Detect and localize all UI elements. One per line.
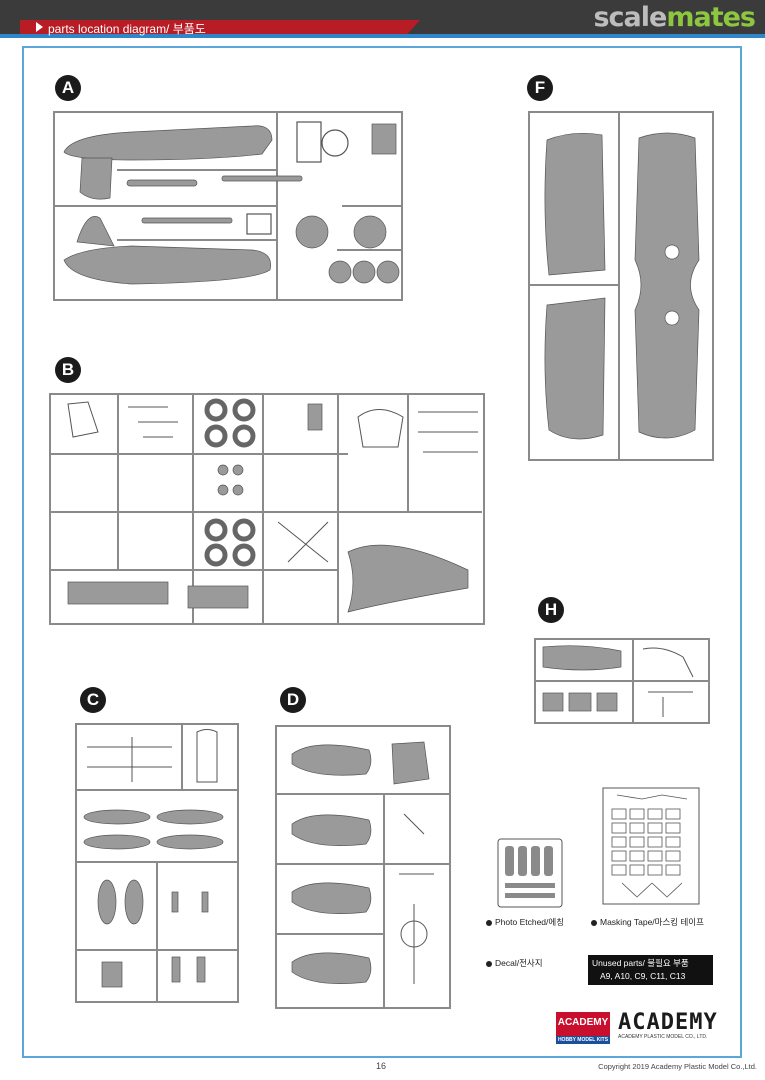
brand-part-2: mates bbox=[666, 2, 756, 33]
arrow-icon bbox=[36, 22, 43, 32]
sprue-label-b: B bbox=[55, 357, 81, 383]
sprue-a bbox=[53, 111, 403, 301]
unused-parts-title: Unused parts/ 불필요 부품 bbox=[592, 958, 689, 968]
photo-etched-fret bbox=[497, 838, 563, 908]
legend-photo-etched-text: Photo Etched/에칭 bbox=[495, 917, 565, 927]
masking-tape-sheet bbox=[602, 787, 700, 905]
page-title: parts location diagram/ 부품도 bbox=[48, 22, 206, 36]
unused-parts-list: A9, A10, C9, C11, C13 bbox=[600, 971, 686, 981]
legend-masking-tape-text: Masking Tape/마스킹 테이프 bbox=[600, 917, 704, 927]
academy-badge-sub: HOBBY MODEL KITS bbox=[556, 1036, 610, 1044]
academy-badge-logo: ACADEMY HOBBY MODEL KITS bbox=[556, 1012, 610, 1044]
sprue-label-d: D bbox=[280, 687, 306, 713]
header-blue-line bbox=[0, 34, 765, 38]
academy-wordmark-sub: ACADEMY PLASTIC MODEL CO., LTD. bbox=[618, 1034, 708, 1040]
sprue-label-f: F bbox=[527, 75, 553, 101]
academy-badge-text: ACADEMY bbox=[557, 1017, 609, 1028]
bullet-icon bbox=[486, 919, 492, 926]
legend-masking-tape: Masking Tape/마스킹 테이프 bbox=[591, 916, 704, 928]
unused-parts-box: Unused parts/ 불필요 부품 A9, A10, C9, C11, C… bbox=[588, 955, 713, 985]
copyright-text: Copyright 2019 Academy Plastic Model Co.… bbox=[598, 1062, 757, 1071]
sprue-label-a: A bbox=[55, 75, 81, 101]
page-frame bbox=[22, 46, 742, 1058]
header-red-band bbox=[20, 20, 420, 38]
legend-photo-etched: Photo Etched/에칭 bbox=[486, 916, 564, 928]
brand-watermark[interactable]: scalemates bbox=[593, 2, 756, 33]
sprue-f bbox=[528, 111, 714, 461]
academy-wordmark: ACADEMY bbox=[618, 1010, 718, 1035]
sprue-label-c: C bbox=[80, 687, 106, 713]
sprue-c bbox=[75, 723, 239, 1003]
bullet-icon bbox=[591, 919, 597, 926]
sprue-label-h: H bbox=[538, 597, 564, 623]
header-bar: parts location diagram/ 부품도 scalemates bbox=[0, 0, 765, 38]
brand-part-1: scale bbox=[593, 2, 667, 33]
sprue-b bbox=[49, 393, 485, 625]
sprue-h bbox=[534, 638, 710, 724]
sprue-d bbox=[275, 725, 451, 1009]
bullet-icon bbox=[486, 960, 492, 967]
page-number: 16 bbox=[376, 1061, 387, 1071]
legend-decal: Decal/전사지 bbox=[486, 957, 543, 969]
legend-decal-text: Decal/전사지 bbox=[495, 958, 543, 968]
